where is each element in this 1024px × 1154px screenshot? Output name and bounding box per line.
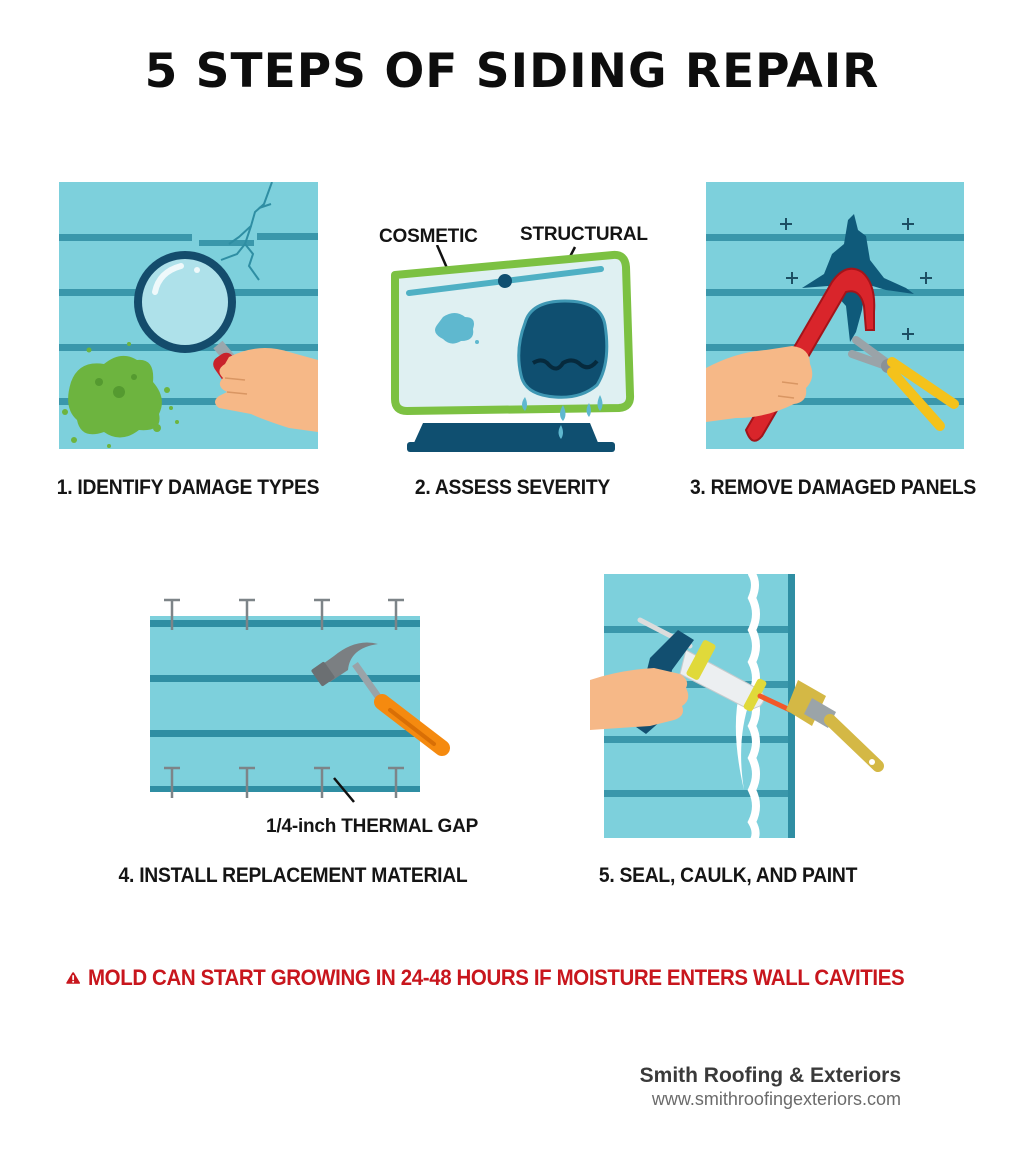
thermal-gap-callout: 1/4-inch THERMAL GAP [266,816,479,837]
hand-icon [215,348,318,432]
mold-warning: MOLD CAN START GROWING IN 24-48 HOURS IF… [66,958,966,998]
page-title: 5 STEPS OF SIDING REPAIR [144,44,880,99]
step-3-illustration [706,182,964,449]
cosmetic-callout: COSMETIC [379,226,478,247]
hand-icon [706,346,813,422]
step-4-label: 4. INSTALL REPLACEMENT MATERIAL [118,864,468,887]
step-1-label: 1. IDENTIFY DAMAGE TYPES [56,476,320,499]
step-4-illustration [150,598,450,803]
structural-callout: STRUCTURAL [520,224,648,245]
warning-text: MOLD CAN START GROWING IN 24-48 HOURS IF… [88,965,905,990]
step-2-illustration [385,245,645,453]
nails-icon [164,598,404,798]
pliers-icon [848,336,959,431]
step-5-label: 5. SEAL, CAULK, AND PAINT [598,864,858,887]
warning-triangle-icon [66,972,81,984]
brand-url[interactable]: www.smithroofingexteriors.com [651,1089,901,1109]
paint-brush-icon [786,680,884,772]
brand-footer: Smith Roofing & Exteriors www.smithroofi… [640,1064,901,1110]
step-2-label: 2. ASSESS SEVERITY [414,476,611,499]
structural-damage-icon [517,299,609,399]
water-drips-icon [522,395,603,439]
step-3-label: 3. REMOVE DAMAGED PANELS [689,476,977,499]
caulk-bead [747,570,760,842]
crack-icon [220,182,273,281]
hand-icon [590,668,689,730]
cosmetic-stain-icon [435,313,479,344]
mold-patch-icon [62,342,179,448]
brand-name: Smith Roofing & Exteriors [639,1064,901,1087]
hammer-icon [311,642,450,756]
nail-marks [780,218,932,340]
step-1-illustration [59,182,318,449]
severity-slider [406,266,604,296]
step-5-illustration [590,570,890,842]
